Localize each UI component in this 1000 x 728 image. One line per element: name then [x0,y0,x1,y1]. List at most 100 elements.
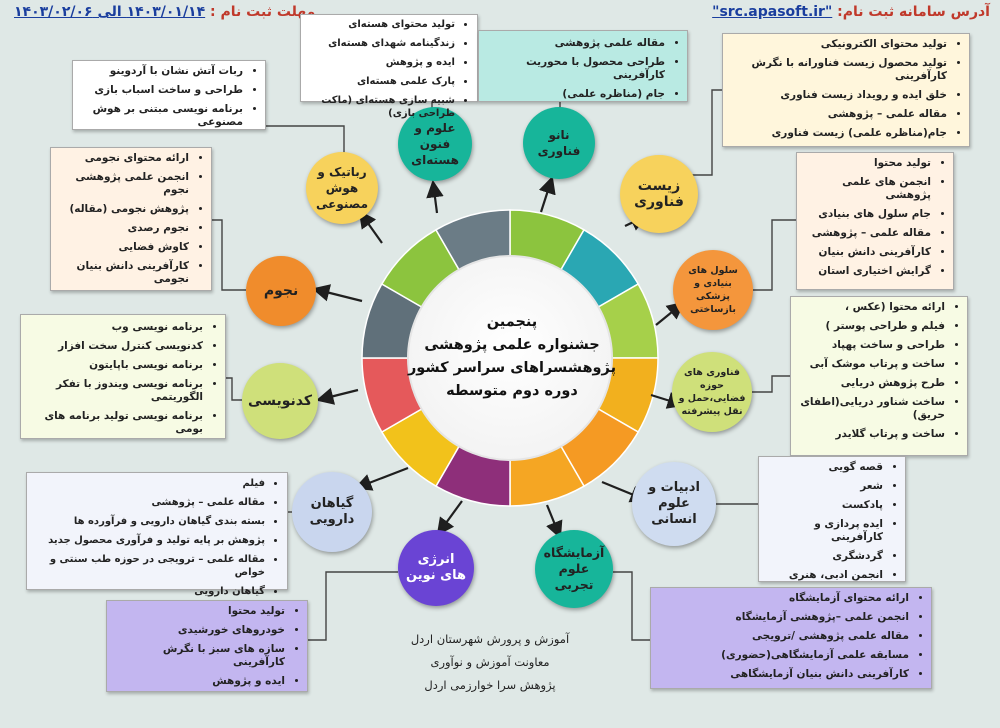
list-item: ربات آتش نشان با آردوینو [77,65,243,78]
list-item: جام سلول های بنیادی [801,208,931,221]
list-item: مقاله علمی پژوهشی [483,37,665,50]
list-item: گردشگری [763,550,883,563]
hub-arrow [315,387,359,405]
list-item: ساخت و پرتاب موشک آبی [795,358,945,371]
list-coding: برنامه نویسی وبکدنویسی کنترل سخت افزاربر… [20,314,226,439]
list-item: انجمن علمی پژوهشی نجوم [55,171,189,197]
list-item: کدنویسی کنترل سخت افزار [25,340,203,353]
bubble-coding: کدنویسی [242,363,318,439]
bubble-energy-label: انرژی های نوین [406,552,466,583]
list-item: تولید محتوای الکترونیکی [727,38,947,51]
bubble-astronomy-label: نجوم [263,283,299,299]
connector-line [212,219,246,291]
list-item: مقاله علمی – پژوهشی [801,227,931,240]
list-item: طراحی و ساخت اسباب بازی [77,84,243,97]
list-energy-items: تولید محتواخودروهای خورشیدیسازه های سبز … [111,605,299,688]
bubble-stem-cells-label: سلول های بنیادی و پزشکی بازساختی [688,265,738,315]
list-item: مقاله علمی پژوهشی /ترویجی [655,630,909,643]
footer-line-2: معاونت آموزش و نوآوری [430,655,550,669]
bubble-herbs-label: گیاهان دارویی [309,496,355,527]
list-robotics-items: ربات آتش نشان با آردوینو طراحی و ساخت اسب… [77,65,257,129]
bubble-bio: زیست فناوری [620,155,698,233]
list-item: برنامه نویسی ویندوز با تفکر الگوریتمی [25,378,203,404]
hub-arrow [311,284,363,303]
list-item: ساخت و پرتاب گلایدر [795,428,946,441]
list-item: خودروهای خورشیدی [111,624,285,637]
list-item: تولید محصول زیست فناورانه با نگرش کارآفر… [727,57,947,83]
list-nano-items: مقاله علمی پژوهشی طراحی محصول با محوریت ک… [483,37,679,101]
list-lab-items: ارائه محتوای آزمایشگاهانجمن علمی –پژوهشی… [655,592,923,681]
hub-arrow [538,175,556,213]
bubble-robotics: رباتیک و هوش مصنوعی [306,152,378,224]
bubble-space: فناوری های حوزه فضایی،حمل و نقل پیشرفته [672,352,752,432]
header-deadline: مهلت ثبت نام : ۱۴۰۳/۰۱/۱۴ الی ۱۴۰۳/۰۲/۰۶ [14,4,315,20]
header-address: آدرس سامانه ثبت نام: "src.apasoft.ir" [712,4,990,20]
center-line-2: جشنواره علمی پژوهشی [424,337,600,353]
bubble-nuclear: علوم و فنون هسته‌ای [398,107,472,181]
list-energy: تولید محتواخودروهای خورشیدیسازه های سبز … [106,600,308,692]
list-space: ارائه محتوا (عکس ،فیلم و طراحی پوستر )طر… [790,296,968,456]
list-bio-items: تولید محتوای الکترونیکی تولید محصول زیست … [727,38,961,140]
list-item: خلق ایده و رویداد زیست فناوری [727,89,947,102]
footer-line-3: پژوهش سرا خوارزمی اردل [424,678,556,692]
list-item: جام(مناظره علمی) زیست فناوری [727,127,947,140]
list-item: برنامه نویسی مبتنی بر هوش مصنوعی [77,103,243,129]
center-line-3: پژوهشسراهای سراسر کشور [407,360,617,376]
list-item: مقاله علمی – ترویجی در حوزه طب سنتی و خو… [31,553,265,579]
bubble-nano-label: نانو فناوری [537,128,581,158]
connector-line [264,125,345,155]
list-stem-cells: تولید محتواانجمن های علمی پژوهشیجام سلول… [796,152,954,290]
list-item: طرح پژوهش دریایی [795,377,945,390]
list-item: ساخت شناور دریایی(اطفای حریق) [795,396,945,422]
hub-arrow [426,179,444,214]
list-item: قصه گویی [763,461,884,474]
list-item: انجمن علمی –پژوهشی آزمایشگاه [655,611,910,624]
list-item: نجوم رصدی [55,222,189,235]
list-lab: ارائه محتوای آزمایشگاهانجمن علمی –پژوهشی… [650,587,932,689]
list-stem-cells-items: تولید محتواانجمن های علمی پژوهشیجام سلول… [801,157,945,278]
list-item: گیاهان دارویی [31,585,265,598]
bubble-coding-label: کدنویسی [248,393,312,409]
list-item: شبیه سازی هسته‌ای (ماکت طراحی بازی) [305,94,455,120]
hub-arrow [545,504,563,540]
list-item: مقاله علمی – پژوهشی [727,108,947,121]
list-item: پارک علمی هسته‌ای [305,75,455,88]
list-nuclear-items: تولید محتوای هسته‌ای زندگینامه شهدای هسته… [305,18,469,120]
center-line-4: دوره دوم متوسطه [446,383,578,399]
hub-arrows [311,175,686,540]
list-item: سازه های سبز با نگرش کارآفرینی [111,643,285,669]
bubble-robotics-label: رباتیک و هوش مصنوعی [315,165,368,211]
list-space-items: ارائه محتوا (عکس ،فیلم و طراحی پوستر )طر… [795,301,959,441]
list-nano: مقاله علمی پژوهشی طراحی محصول با محوریت ک… [478,30,688,102]
list-item: ارائه محتوا (عکس ، [795,301,945,314]
list-item: کاوش فضایی [55,241,189,254]
list-bio: تولید محتوای الکترونیکی تولید محصول زیست … [722,33,970,147]
bubble-astronomy: نجوم [246,256,316,326]
list-item: زندگینامه شهدای هسته‌ای [305,37,455,50]
list-item: تولید محتوا [801,157,931,170]
connector-line [308,571,398,641]
hub-segments [361,209,659,507]
list-item: تولید محتوای هسته‌ای [305,18,455,31]
bubble-lab-label: آزمایشگاه علوم تجربی [543,545,605,592]
bubble-lab: آزمایشگاه علوم تجربی [535,530,613,608]
list-literature-items: قصه گوییشعرپادکستایده پردازی و کارآفرینی… [763,461,897,582]
connector-lines [212,89,796,641]
list-item: انجمن ادبی، هنری [763,569,883,582]
list-item: طراحی محصول با محوریت کارآفرینی [483,56,665,82]
bubble-literature-label: ادبیات و علوم انسانی [648,480,700,527]
list-item: ایده و پژوهش [305,56,455,69]
list-astronomy-items: ارائه محتوای نجومیانجمن علمی پژوهشی نجوم… [55,152,203,286]
list-item: گرایش اختیاری استان [801,265,931,278]
hub-arrow [436,500,463,536]
list-herbs-items: فیلممقاله علمی – پژوهشیبسته بندی گیاهان … [31,477,279,598]
list-herbs: فیلممقاله علمی – پژوهشیبسته بندی گیاهان … [26,472,288,597]
address-url[interactable]: "src.apasoft.ir" [712,4,833,20]
connector-line [753,219,796,291]
connector-line [613,571,650,641]
footer: آموزش و پرورش شهرستان اردل معاونت آموزش … [370,628,610,697]
connector-line [752,375,790,393]
bubble-nuclear-label: علوم و فنون هسته‌ای [411,121,459,167]
list-item: جام (مناظره علمی) [483,88,665,101]
